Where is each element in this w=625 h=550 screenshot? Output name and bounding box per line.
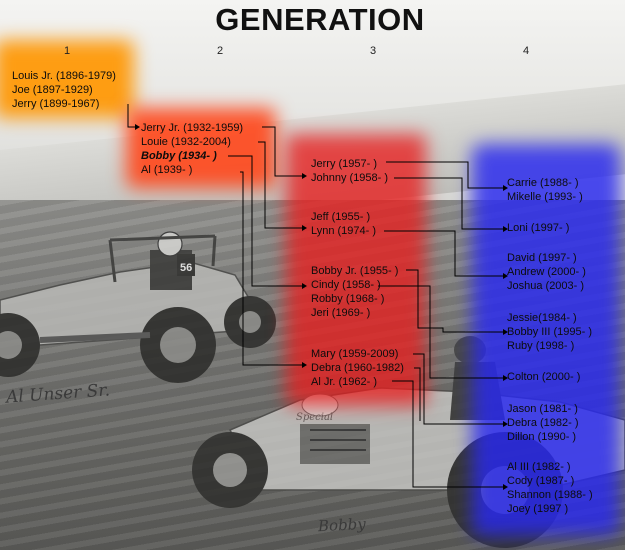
arrowhead: [503, 421, 508, 427]
person-shannon: Shannon (1988- ): [507, 489, 593, 501]
arrowhead: [503, 185, 508, 191]
generation-label-1: 1: [64, 45, 71, 57]
arrowhead: [135, 124, 140, 130]
person-bobby: Bobby (1934- ): [141, 150, 217, 162]
generation-3-highlight: [286, 134, 426, 406]
arrowhead: [503, 273, 508, 279]
arrowhead: [302, 362, 307, 368]
arrowhead: [503, 226, 508, 232]
person-jerry-sr: Jerry (1899-1967): [12, 98, 100, 110]
car-lettering: Special: [296, 412, 333, 423]
person-robby: Robby (1968- ): [311, 293, 385, 305]
person-debra-1982: Debra (1982- ): [507, 417, 579, 429]
person-loni: Loni (1997- ): [507, 222, 570, 234]
arrowhead: [302, 225, 307, 231]
connector-debra: [414, 367, 421, 421]
person-al-jr: Al Jr. (1962- ): [311, 376, 378, 388]
connector-gen1-gen2: [127, 104, 135, 128]
connector-aljr: [392, 380, 503, 488]
person-jason: Jason (1981- ): [507, 403, 578, 415]
person-jerry: Jerry (1957- ): [311, 158, 378, 170]
arrowhead: [503, 484, 508, 490]
arrowhead: [302, 283, 307, 289]
person-cindy: Cindy (1958- ): [311, 279, 381, 291]
person-al: Al (1939- ): [141, 164, 193, 176]
generation-label-3: 3: [370, 45, 377, 57]
generation-1-highlight: [0, 40, 134, 118]
generation-4-highlight: [472, 144, 620, 536]
arrowhead: [503, 329, 508, 335]
person-al-iii: Al III (1982- ): [507, 461, 571, 473]
person-jeri: Jeri (1969- ): [311, 307, 371, 319]
person-joe: Joe (1897-1929): [12, 84, 93, 96]
connector-bobbyjr: [406, 269, 503, 333]
person-johnny: Johnny (1958- ): [311, 172, 389, 184]
signature-bobby: Bobby: [317, 514, 367, 536]
person-cody: Cody (1987- ): [507, 475, 575, 487]
connector-lynn: [384, 230, 503, 277]
arrowhead: [302, 173, 307, 179]
person-louis-jr: Louis Jr. (1896-1979): [12, 70, 116, 82]
generation-label-4: 4: [523, 45, 530, 57]
connector-mary: [413, 353, 503, 425]
person-ruby: Ruby (1998- ): [507, 340, 575, 352]
person-bobby-jr: Bobby Jr. (1955- ): [311, 265, 399, 277]
connector-al: [240, 171, 302, 366]
connector-bobby: [228, 155, 302, 287]
person-andrew: Andrew (2000- ): [507, 266, 586, 278]
connector-jerryjr: [262, 126, 302, 177]
person-jerry-jr: Jerry Jr. (1932-1959): [141, 122, 244, 134]
connector-jerry: [386, 161, 503, 189]
person-lynn: Lynn (1974- ): [311, 225, 377, 237]
car-number: 56: [180, 262, 192, 274]
person-jeff: Jeff (1955- ): [311, 211, 371, 223]
person-colton: Colton (2000- ): [507, 371, 581, 383]
race-car-56: 56: [0, 231, 276, 383]
person-carrie: Carrie (1988- ): [507, 177, 579, 189]
person-joshua: Joshua (2003- ): [507, 280, 585, 292]
connector-johnny: [394, 177, 503, 230]
person-mikelle: Mikelle (1993- ): [507, 191, 583, 203]
page-title: GENERATION: [215, 2, 425, 37]
person-jessie: Jessie(1984- ): [507, 312, 577, 324]
generation-label-2: 2: [217, 45, 224, 57]
connector-louie: [258, 141, 302, 229]
generation-2-highlight: [126, 108, 276, 188]
connector-cindy: [378, 285, 503, 379]
person-louie: Louie (1932-2004): [141, 136, 231, 148]
person-mary: Mary (1959-2009): [311, 348, 399, 360]
person-bobby-iii: Bobby III (1995- ): [507, 326, 592, 338]
person-dillon: Dillon (1990- ): [507, 431, 577, 443]
person-debra-1960: Debra (1960-1982): [311, 362, 404, 374]
person-david: David (1997- ): [507, 252, 577, 264]
person-joey: Joey (1997 ): [507, 503, 569, 515]
arrowhead: [503, 375, 508, 381]
